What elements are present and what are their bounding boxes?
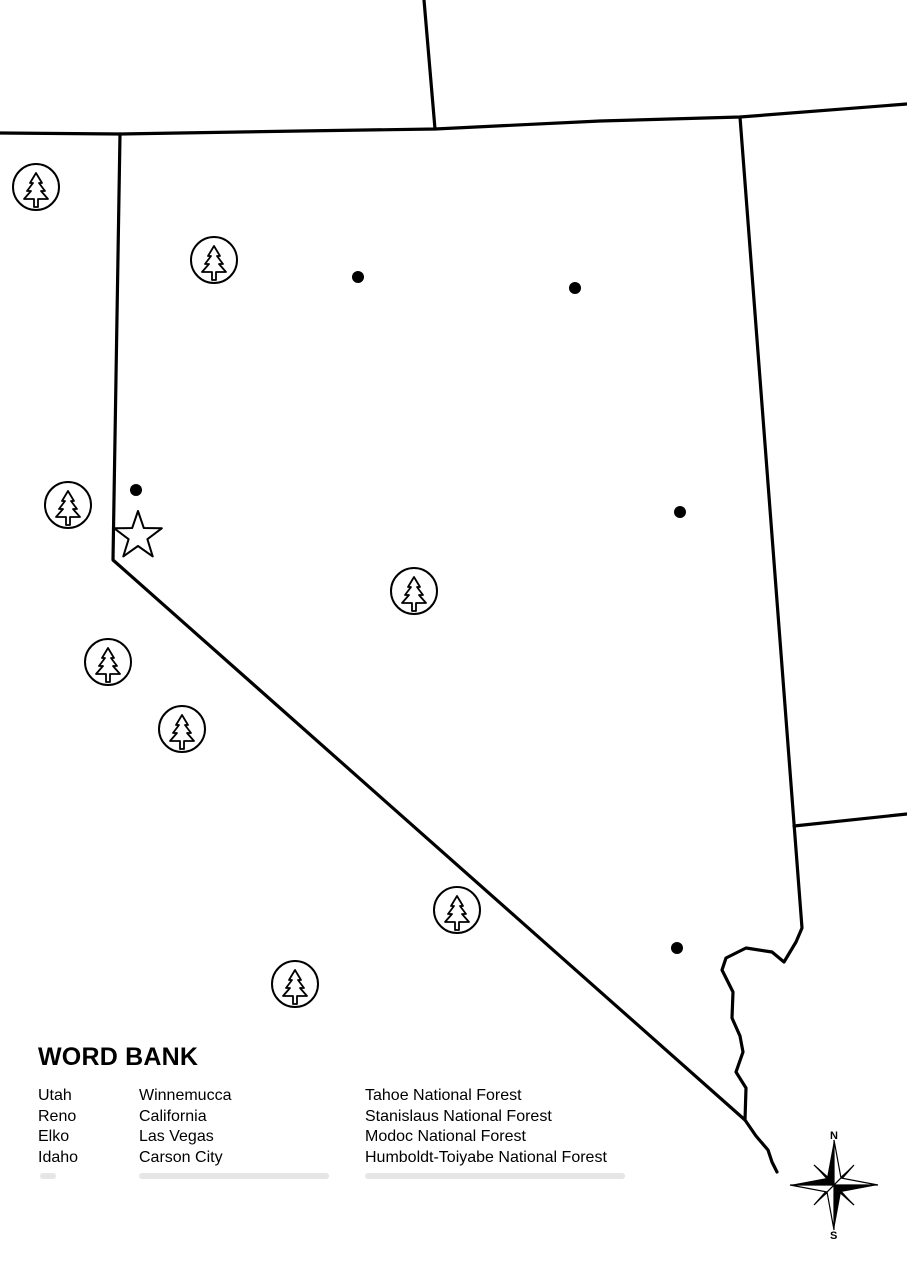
word-bank: WORD BANK Utah Reno Elko Idaho Winnemucc…	[38, 1042, 658, 1179]
city-dot	[130, 484, 142, 496]
forest-pine-tree-icon	[158, 705, 206, 753]
word-bank-entry: Winnemucca	[139, 1087, 232, 1104]
compass-rose-icon: N S	[789, 1130, 879, 1242]
faded-illegible-row	[38, 1173, 638, 1183]
word-bank-entry: Stanislaus National Forest	[365, 1107, 552, 1125]
word-bank-entry: Idaho	[38, 1149, 79, 1167]
city-dot	[352, 271, 364, 283]
city-markers	[130, 271, 686, 954]
colorado-river	[743, 1118, 779, 1174]
word-bank-column: Winnemucca California Las Vegas Carson C…	[139, 1086, 231, 1169]
forest-pine-tree-icon	[433, 886, 481, 934]
forest-pine-tree-icon	[390, 567, 438, 615]
forest-pine-tree-icon	[271, 960, 319, 1008]
word-bank-entry: Utah	[38, 1087, 72, 1104]
nevada-outline	[111, 115, 804, 1122]
northern-border	[0, 102, 907, 136]
capital-star-icon	[113, 510, 163, 558]
forest-pine-tree-icon	[190, 236, 238, 284]
word-bank-entry: California	[139, 1107, 207, 1125]
oregon-idaho-border	[422, 0, 437, 131]
forest-pine-tree-icon	[44, 481, 92, 529]
compass-north-label: N	[830, 1130, 838, 1142]
forest-pine-tree-icon	[84, 638, 132, 686]
forest-markers	[12, 163, 481, 1008]
word-bank-column: Utah Reno Elko Idaho	[38, 1086, 78, 1169]
word-bank-entry: Tahoe National Forest	[365, 1087, 522, 1104]
word-bank-entry: Modoc National Forest	[365, 1128, 526, 1146]
word-bank-entry: Carson City	[139, 1149, 223, 1167]
word-bank-entry: Reno	[38, 1107, 77, 1125]
city-dot	[671, 942, 683, 954]
city-dot	[569, 282, 581, 294]
word-bank-entry: Las Vegas	[139, 1128, 214, 1146]
utah-arizona-border	[792, 812, 907, 828]
word-bank-title: WORD BANK	[38, 1043, 199, 1071]
word-bank-entry: Elko	[38, 1128, 70, 1146]
forest-pine-tree-icon	[12, 163, 60, 211]
city-dot	[674, 506, 686, 518]
word-bank-column: Tahoe National Forest Stanislaus Nationa…	[365, 1086, 607, 1169]
word-bank-entry: Humboldt-Toiyabe National Forest	[365, 1149, 607, 1167]
compass-south-label: S	[830, 1230, 837, 1242]
